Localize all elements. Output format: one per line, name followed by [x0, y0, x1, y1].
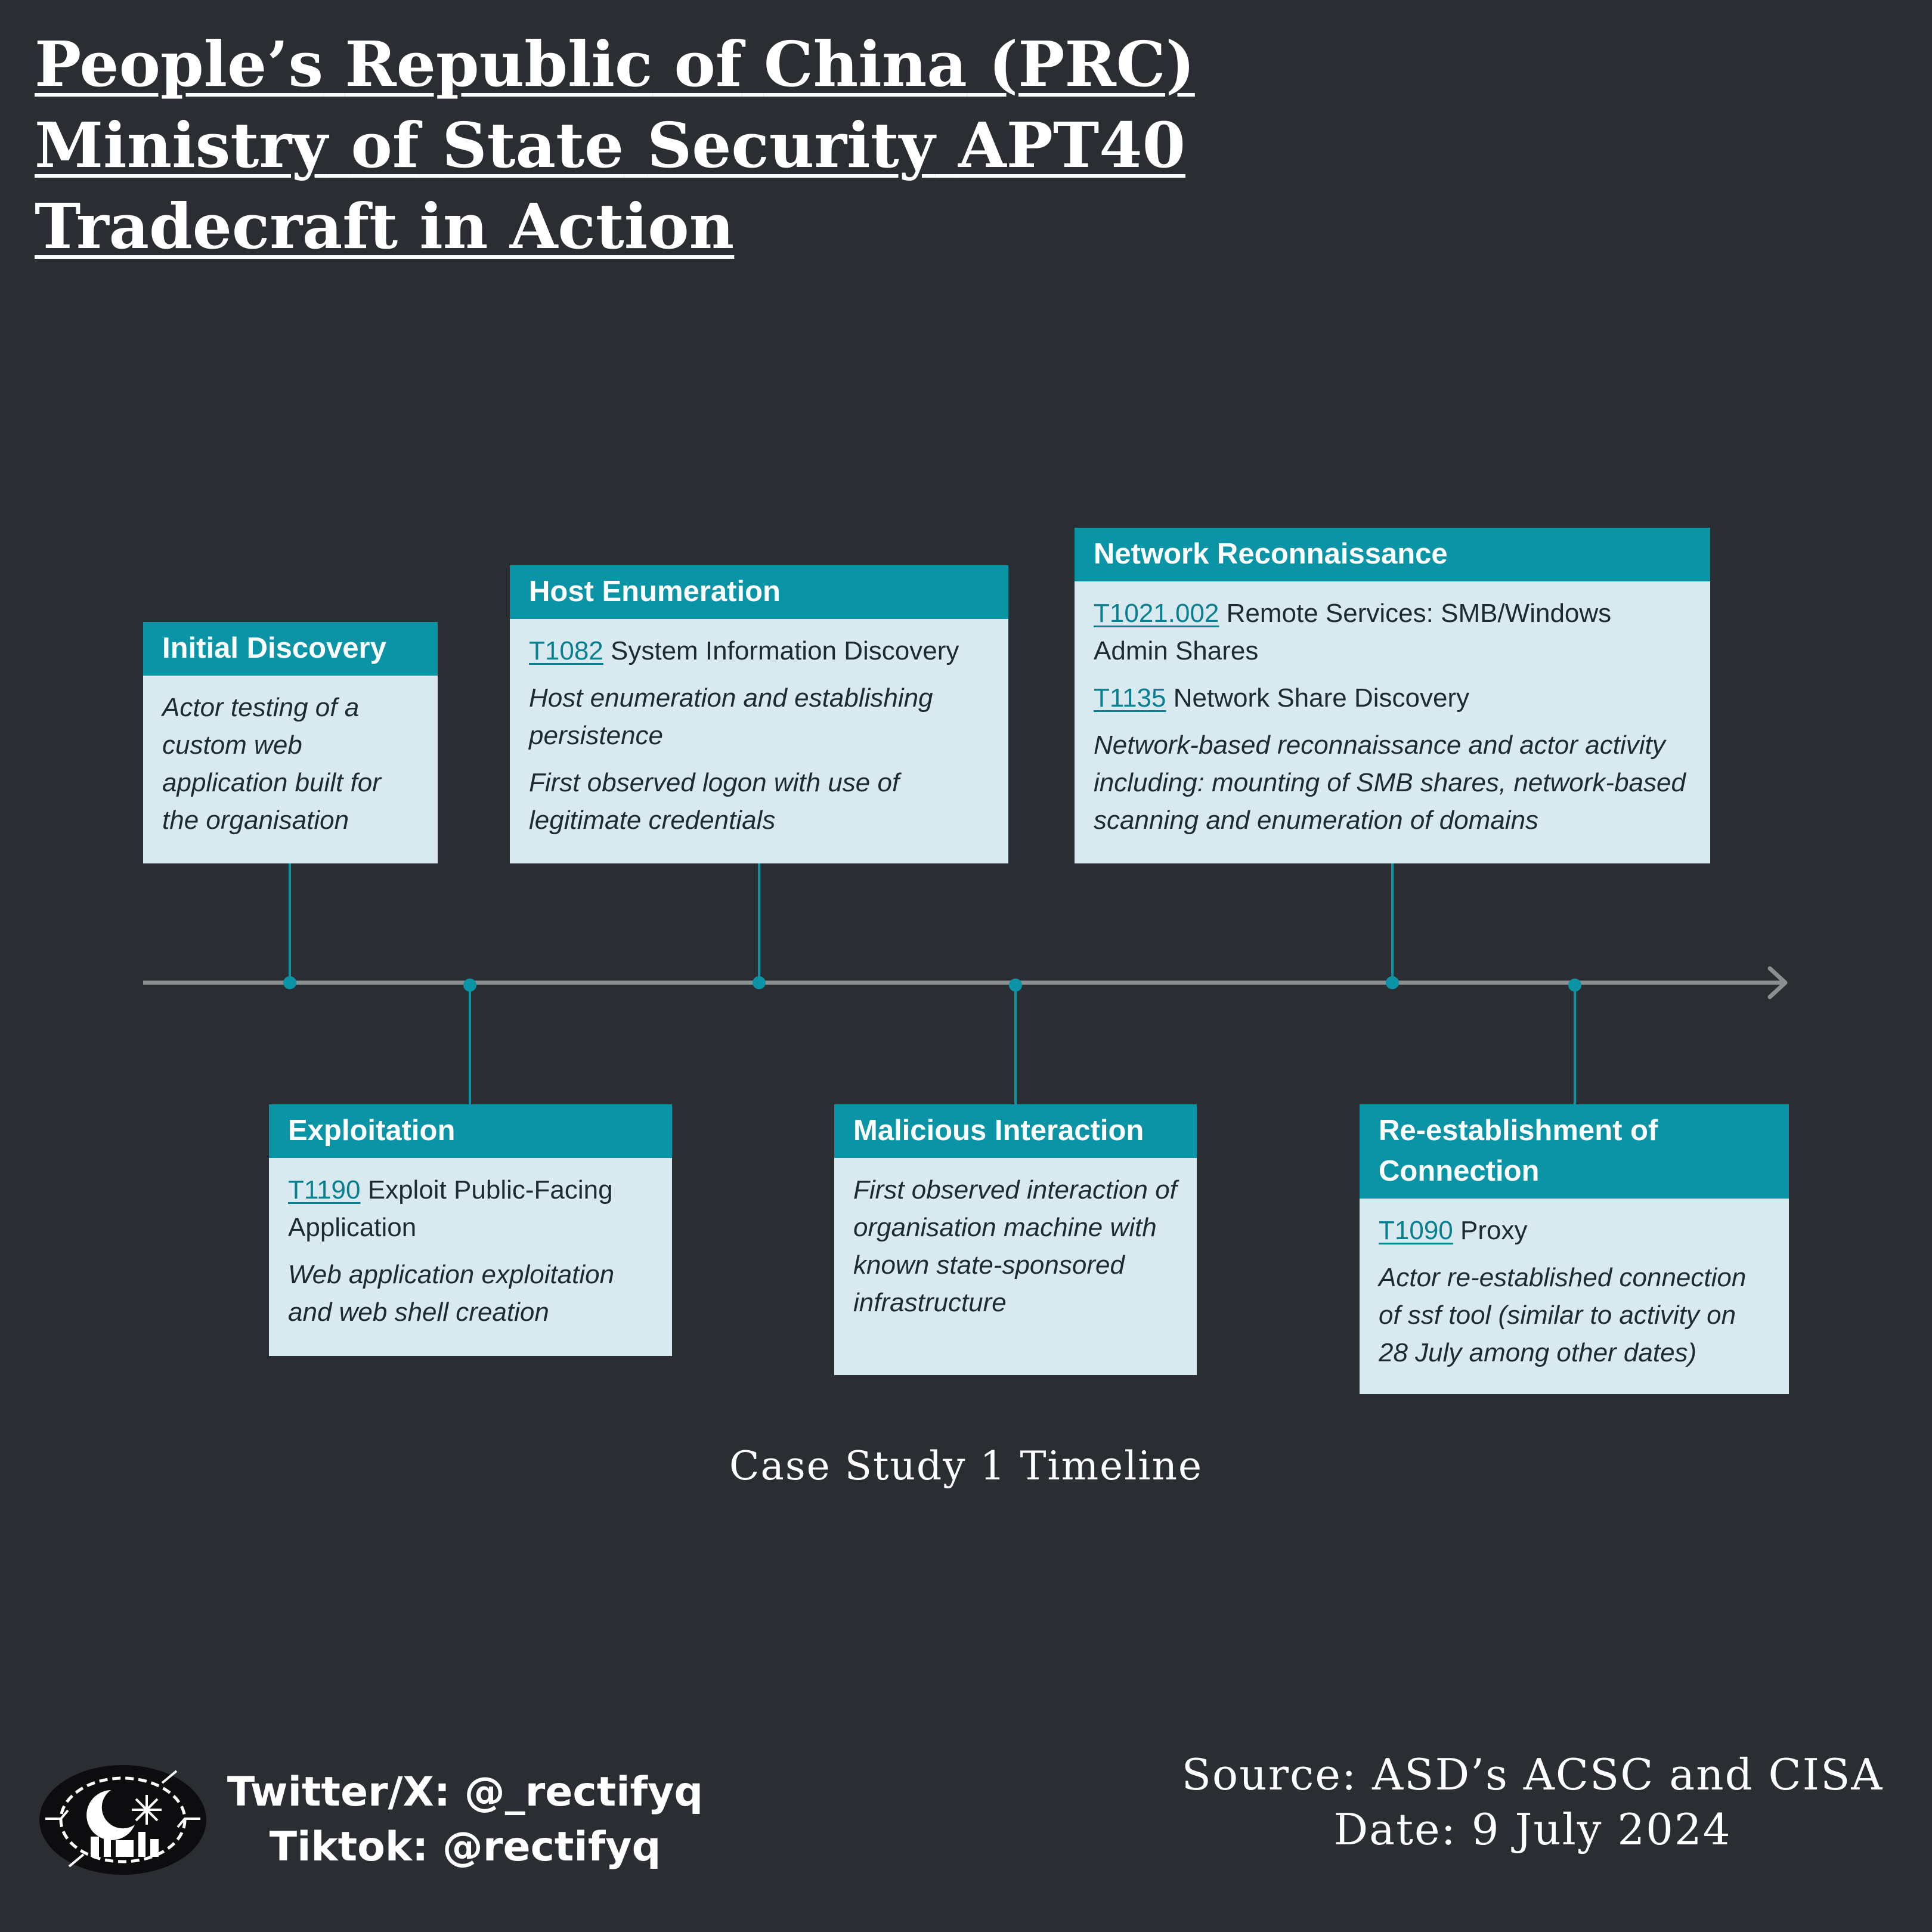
- event-card-re-establishment: Re-establishment of Connection T1090 Pro…: [1360, 1104, 1789, 1394]
- technique-line: T1090 Proxy: [1379, 1212, 1770, 1249]
- page-title: People’s Republic of China (PRC) Ministr…: [35, 27, 1195, 263]
- technique-line: T1190 Exploit Public-Facing Application: [288, 1171, 653, 1246]
- event-heading: Network Reconnaissance: [1075, 528, 1710, 581]
- event-description: Actor re-established connection of ssf t…: [1379, 1263, 1747, 1367]
- technique-name: Remote Services: SMB/Windows Admin Share…: [1094, 599, 1612, 665]
- event-card-initial-discovery: Initial Discovery Actor testing of a cus…: [143, 622, 438, 863]
- event-card-network-reconnaissance: Network Reconnaissance T1021.002 Remote …: [1075, 528, 1710, 863]
- event-heading: Malicious Interaction: [834, 1104, 1197, 1158]
- social-handles: Twitter/X: @_rectifyq Tiktok: @rectifyq: [227, 1765, 704, 1875]
- tiktok-handle: Tiktok: @rectifyq: [269, 1823, 661, 1871]
- event-description: Actor testing of a custom web applicatio…: [162, 693, 381, 835]
- rectifyq-logo-icon: [39, 1765, 206, 1875]
- twitter-handle: Twitter/X: @_rectifyq: [227, 1769, 704, 1816]
- marker-network-reconnaissance: [1386, 976, 1399, 989]
- event-markers: [283, 976, 1581, 992]
- technique-line: T1021.002 Remote Services: SMB/Windows A…: [1094, 595, 1691, 670]
- date-text: Date: 9 July 2024: [1333, 1804, 1732, 1854]
- technique-line: T1082 System Information Discovery: [529, 632, 989, 670]
- source-info: Source: ASD’s ACSC and CISA Date: 9 July…: [1169, 1747, 1896, 1857]
- event-description: Network-based reconnaissance and actor a…: [1094, 730, 1686, 835]
- technique-name: Exploit Public-Facing Application: [288, 1175, 613, 1242]
- event-heading: Exploitation: [269, 1104, 672, 1158]
- technique-link[interactable]: T1190: [288, 1175, 361, 1205]
- technique-link[interactable]: T1082: [529, 636, 603, 665]
- technique-link[interactable]: T1090: [1379, 1216, 1453, 1245]
- event-description-2: First observed logon with use of legitim…: [529, 768, 900, 835]
- marker-host-enumeration: [753, 976, 766, 989]
- event-heading: Host Enumeration: [510, 565, 1008, 619]
- event-description: Host enumeration and establishing persis…: [529, 683, 933, 750]
- technique-line-2: T1135 Network Share Discovery: [1094, 679, 1691, 717]
- technique-name: System Information Discovery: [611, 636, 959, 665]
- technique-name-2: Network Share Discovery: [1173, 683, 1470, 713]
- event-heading: Re-establishment of Connection: [1360, 1104, 1789, 1199]
- marker-re-establishment: [1568, 979, 1581, 992]
- timeline-caption: Case Study 1 Timeline: [729, 1443, 1203, 1489]
- event-card-host-enumeration: Host Enumeration T1082 System Informatio…: [510, 565, 1008, 863]
- event-card-malicious-interaction: Malicious Interaction First observed int…: [834, 1104, 1197, 1375]
- technique-name: Proxy: [1460, 1216, 1528, 1245]
- marker-initial-discovery: [283, 976, 296, 989]
- connectors: [289, 863, 1576, 1104]
- technique-link-2[interactable]: T1135: [1094, 683, 1166, 713]
- event-heading: Initial Discovery: [143, 622, 438, 676]
- technique-link[interactable]: T1021.002: [1094, 599, 1219, 628]
- source-text: Source: ASD’s ACSC and CISA: [1181, 1750, 1884, 1800]
- arrow-head-icon: [1767, 966, 1788, 999]
- event-card-exploitation: Exploitation T1190 Exploit Public-Facing…: [269, 1104, 672, 1356]
- event-description: First observed interaction of organisati…: [853, 1175, 1177, 1317]
- marker-malicious-interaction: [1009, 979, 1022, 992]
- event-description: Web application exploitation and web she…: [288, 1260, 615, 1327]
- marker-exploitation: [463, 979, 476, 992]
